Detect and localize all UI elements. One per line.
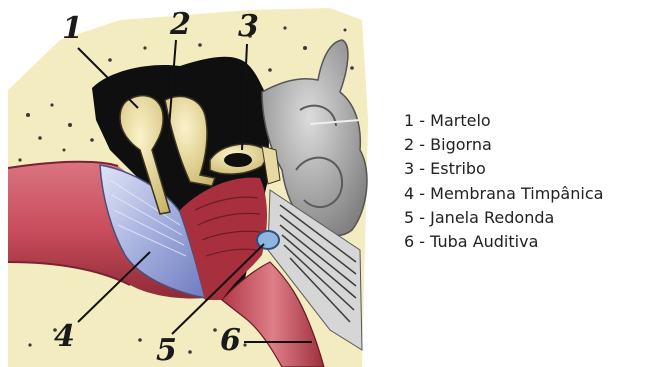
legend-number: 3 (404, 159, 414, 178)
legend-item-membrana-timpanica: 4 - Membrana Timpânica (404, 182, 603, 206)
callout-3: 3 (238, 9, 259, 44)
legend-separator: - (419, 184, 425, 203)
legend-label: Tuba Auditiva (430, 232, 538, 251)
callout-4: 4 (54, 319, 75, 354)
callout-2: 2 (169, 7, 191, 42)
legend: 1 - Martelo 2 - Bigorna 3 - Estribo 4 - … (404, 109, 603, 254)
legend-separator: - (419, 208, 425, 227)
legend-number: 2 (404, 135, 414, 154)
legend-item-estribo: 3 - Estribo (404, 157, 603, 181)
legend-label: Membrana Timpânica (430, 184, 603, 203)
legend-label: Estribo (430, 159, 486, 178)
callout-5: 5 (156, 333, 177, 367)
legend-number: 4 (404, 184, 414, 203)
callout-1: 1 (62, 11, 83, 46)
legend-label: Janela Redonda (430, 208, 554, 227)
legend-separator: - (419, 232, 425, 251)
legend-label: Martelo (430, 111, 491, 130)
callout-6: 6 (220, 323, 241, 358)
legend-item-bigorna: 2 - Bigorna (404, 133, 603, 157)
legend-number: 1 (404, 111, 414, 130)
legend-item-tuba-auditiva: 6 - Tuba Auditiva (404, 230, 603, 254)
legend-number: 6 (404, 232, 414, 251)
legend-separator: - (419, 111, 425, 130)
legend-item-janela-redonda: 5 - Janela Redonda (404, 206, 603, 230)
legend-separator: - (419, 135, 425, 154)
legend-separator: - (419, 159, 425, 178)
legend-item-martelo: 1 - Martelo (404, 109, 603, 133)
legend-label: Bigorna (430, 135, 492, 154)
legend-number: 5 (404, 208, 414, 227)
